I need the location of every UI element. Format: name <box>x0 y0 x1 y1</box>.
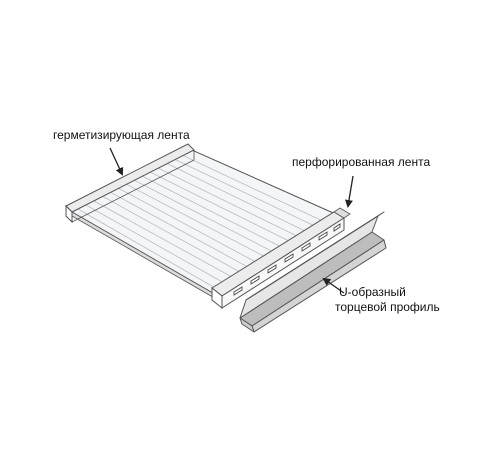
arrow-sealing-tape <box>109 147 124 176</box>
perforated-tape <box>211 207 351 310</box>
label-perforated-tape: перфорированная лента <box>292 155 431 169</box>
perforation-holes <box>233 223 341 296</box>
sheet-flutes <box>77 154 330 294</box>
label-u-profile-line1: U-образный <box>339 285 406 299</box>
arrow-u-profile <box>322 277 345 294</box>
label-u-profile: U-образный торцевой профиль <box>335 285 440 315</box>
u-profile <box>239 211 387 333</box>
arrow-perforated-tape <box>345 175 354 208</box>
label-u-profile-line2: торцевой профиль <box>335 300 440 314</box>
sealing-tape <box>65 143 195 224</box>
label-sealing-tape: герметизирующая лента <box>53 128 190 142</box>
